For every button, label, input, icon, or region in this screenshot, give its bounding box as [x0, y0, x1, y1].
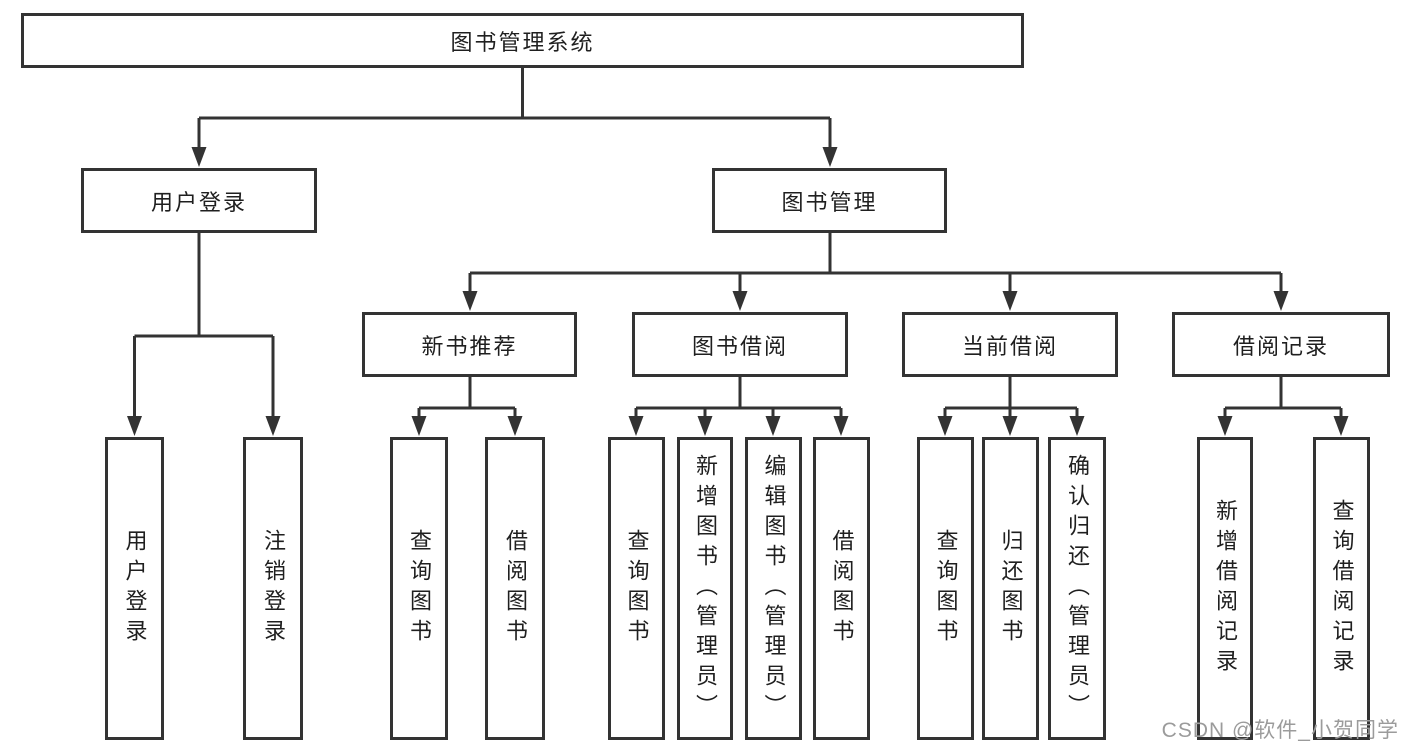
node-book-borrowing: 图书借阅 — [632, 312, 848, 377]
node-borrowing-records: 借阅记录 — [1172, 312, 1390, 377]
leaf-borrow-books-recommend: 借阅图书 — [485, 437, 545, 740]
leaf-add-borrow-record: 新增借阅记录 — [1197, 437, 1253, 740]
leaf-logout: 注销登录 — [243, 437, 303, 740]
leaf-query-books-current: 查询图书 — [917, 437, 974, 740]
leaf-confirm-return-admin: 确认归还（管理员） — [1048, 437, 1106, 740]
leaf-query-borrow-record: 查询借阅记录 — [1313, 437, 1370, 740]
node-user-login: 用户登录 — [81, 168, 317, 233]
leaf-query-books-borrowing: 查询图书 — [608, 437, 665, 740]
leaf-return-books: 归还图书 — [982, 437, 1039, 740]
node-current-borrowing: 当前借阅 — [902, 312, 1118, 377]
node-book-management: 图书管理 — [712, 168, 947, 233]
leaf-user-login: 用户登录 — [105, 437, 164, 740]
node-library-management-system: 图书管理系统 — [21, 13, 1024, 68]
csdn-watermark: CSDN @软件_小贺同学 — [1161, 719, 1399, 742]
node-new-book-recommendation: 新书推荐 — [362, 312, 577, 377]
leaf-add-book-admin: 新增图书（管理员） — [677, 437, 733, 740]
leaf-edit-book-admin: 编辑图书（管理员） — [745, 437, 802, 740]
leaf-query-books-recommend: 查询图书 — [390, 437, 448, 740]
leaf-borrow-books-borrowing: 借阅图书 — [813, 437, 870, 740]
